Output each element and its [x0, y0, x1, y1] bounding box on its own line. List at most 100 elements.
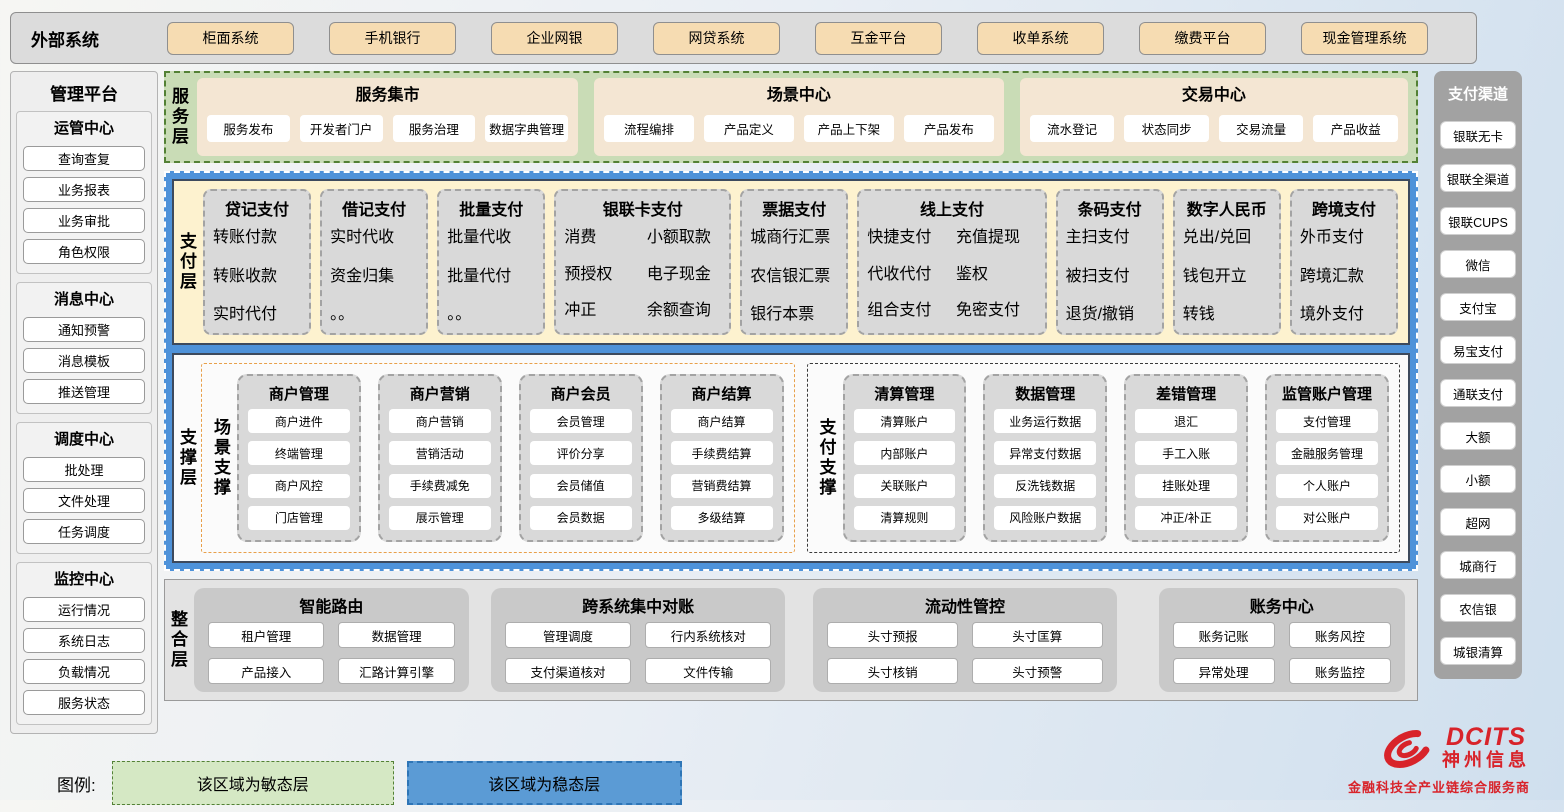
column-title: 批量支付 [459, 202, 524, 219]
payment-channel-box: 农信银 [1440, 594, 1516, 622]
external-system-box: 缴费平台 [1139, 21, 1266, 55]
accounting-center-group: 账务中心 账务记账账务风控异常处理账务监控 [1158, 588, 1405, 692]
management-item: 推送管理 [23, 379, 145, 404]
payment-function: 资金归集 [330, 267, 395, 285]
support-function: 反洗钱数据 [994, 473, 1097, 498]
payment-channel-box: 城商行 [1440, 551, 1516, 579]
payment-channel-box: 通联支付 [1440, 379, 1516, 407]
payment-function: 小额取款 [646, 229, 711, 246]
management-item: 负载情况 [23, 659, 145, 684]
column-title: 银联卡支付 [602, 202, 683, 219]
management-item: 运行情况 [23, 597, 145, 622]
support-layer: 支撑层 场景支撑 商户管理 商户进件终端管理商户风控门店管理 商户营销 商户营销… [172, 353, 1410, 563]
group-title: 账务中心 [1249, 599, 1314, 616]
group-title: 流动性管控 [924, 599, 1005, 616]
merchant-mgmt-group: 商户管理 商户进件终端管理商户风控门店管理 [237, 374, 361, 542]
integration-function: 产品接入 [208, 658, 325, 684]
trade-center-group: 交易中心 流水登记状态同步交易流量产品收益 [1019, 78, 1408, 156]
group-items: 流水登记状态同步交易流量产品收益 [1029, 109, 1398, 148]
payment-function: 转钱 [1182, 306, 1215, 323]
management-platform-title: 管理平台 [50, 85, 118, 104]
group-items: 租户管理数据管理产品接入汇路计算引擎 [208, 622, 455, 684]
group-title: 消息中心 [53, 291, 114, 308]
external-systems-label: 外部系统 [31, 30, 99, 50]
support-function: 营销费结算 [670, 473, 773, 498]
dcits-logo: DCITS 神州信息 金融科技全产业链综合服务商 [1348, 725, 1530, 796]
management-item: 批处理 [23, 457, 145, 482]
payment-function: 组合支付 [867, 302, 932, 320]
group-title: 商户会员 [550, 386, 611, 403]
support-function: 门店管理 [248, 505, 350, 530]
digital-rmb-column: 数字人民币 兑出/兑回钱包开立转钱 [1172, 189, 1281, 335]
payment-function: 代收代付 [867, 265, 932, 283]
support-function: 展示管理 [388, 505, 491, 530]
integration-function: 租户管理 [208, 622, 325, 648]
group-title: 商户营销 [409, 386, 470, 403]
integration-groups: 智能路由 租户管理数据管理产品接入汇路计算引擎 跨系统集中对账 管理调度行内系统… [194, 588, 1405, 692]
payment-function: 外币支付 [1299, 229, 1364, 246]
integration-function: 头寸匡算 [971, 622, 1103, 648]
payment-function: 消费 [564, 229, 597, 246]
dcits-logo-text: DCITS 神州信息 [1442, 725, 1530, 772]
support-function: 退汇 [1135, 409, 1238, 433]
group-items: 运行情况系统日志负载情况服务状态 [23, 597, 145, 715]
external-system-box: 收单系统 [977, 21, 1104, 55]
dcits-brand: DCITS [1446, 723, 1526, 752]
group-items: 管理调度行内系统核对支付渠道核对文件传输 [504, 622, 772, 684]
integration-function: 账务记账 [1172, 622, 1275, 648]
column-title: 贷记支付 [225, 202, 290, 219]
message-center-group: 消息中心 通知预警消息模板推送管理 [16, 282, 152, 414]
support-function: 关联账户 [853, 473, 956, 498]
group-title: 跨系统集中对账 [582, 599, 695, 616]
group-title: 清算管理 [874, 386, 935, 403]
credit-payment-column: 贷记支付 转账付款转账收款实时代付 [203, 189, 312, 335]
legend-stable-layer: 该区域为稳态层 [406, 761, 682, 805]
payment-channel-box: 银联全渠道 [1440, 164, 1516, 192]
column-items: 消费小额取款预授权电子现金冲正余额查询 [564, 223, 721, 324]
column-items: 快捷支付充值提现代收代付鉴权组合支付免密支付 [867, 223, 1036, 324]
payment-function: 农信银汇票 [750, 267, 831, 285]
payment-function: 转账付款 [213, 229, 278, 246]
management-item: 任务调度 [23, 519, 145, 544]
service-item: 服务治理 [392, 115, 476, 142]
service-item: 开发者门户 [299, 115, 383, 142]
dcits-name: 神州信息 [1442, 750, 1530, 771]
column-items: 主扫支付被扫支付退货/撤销 [1066, 223, 1154, 324]
service-item: 交易流量 [1218, 115, 1304, 142]
payment-function: 被扫支付 [1065, 267, 1130, 285]
payment-columns: 贷记支付 转账付款转账收款实时代付 借记支付 实时代收资金归集。。 批量支付 批… [203, 189, 1398, 335]
payment-support-label: 支付支撑 [816, 418, 836, 498]
integration-function: 行内系统核对 [645, 622, 772, 648]
payment-function: 实时代付 [213, 306, 278, 323]
column-items: 实时代收资金归集。。 [330, 223, 418, 324]
integration-function: 异常处理 [1172, 658, 1275, 684]
legend-agile-layer: 该区域为敏态层 [111, 761, 394, 805]
schedule-center-group: 调度中心 批处理文件处理任务调度 [16, 422, 152, 554]
support-function: 商户风控 [248, 473, 350, 498]
column-items: 转账付款转账收款实时代付 [213, 223, 301, 324]
scene-center-group: 场景中心 流程编排产品定义产品上下架产品发布 [593, 78, 1004, 156]
service-item: 产品定义 [703, 115, 794, 142]
support-function: 手续费结算 [670, 441, 773, 466]
support-function: 商户结算 [670, 409, 773, 433]
payment-function: 境外支付 [1299, 306, 1364, 323]
external-system-box: 柜面系统 [167, 21, 294, 55]
payment-layer: 支付层 贷记支付 转账付款转账收款实时代付 借记支付 实时代收资金归集。。 批量… [172, 179, 1410, 345]
payment-layer-label: 支付层 [177, 232, 196, 292]
external-system-box: 互金平台 [815, 21, 942, 55]
service-item: 产品收益 [1313, 115, 1398, 142]
support-function: 清算账户 [853, 409, 956, 433]
service-item: 产品发布 [903, 115, 994, 142]
support-function: 风险账户数据 [994, 505, 1097, 530]
external-system-box: 企业网银 [491, 21, 618, 55]
integration-function: 汇路计算引擎 [338, 658, 455, 684]
group-title: 数据管理 [1015, 386, 1076, 403]
payment-function: 城商行汇票 [750, 229, 831, 246]
legend-row: 图例: 该区域为敏态层 该区域为稳态层 [57, 760, 1564, 806]
support-function: 清算规则 [853, 505, 956, 530]
integration-function: 账务风控 [1288, 622, 1391, 648]
group-title: 监管账户管理 [1282, 386, 1373, 403]
merchant-member-group: 商户会员 会员管理评价分享会员储值会员数据 [518, 374, 643, 542]
support-function: 多级结算 [670, 505, 773, 530]
payment-channel-box: 易宝支付 [1440, 336, 1516, 364]
